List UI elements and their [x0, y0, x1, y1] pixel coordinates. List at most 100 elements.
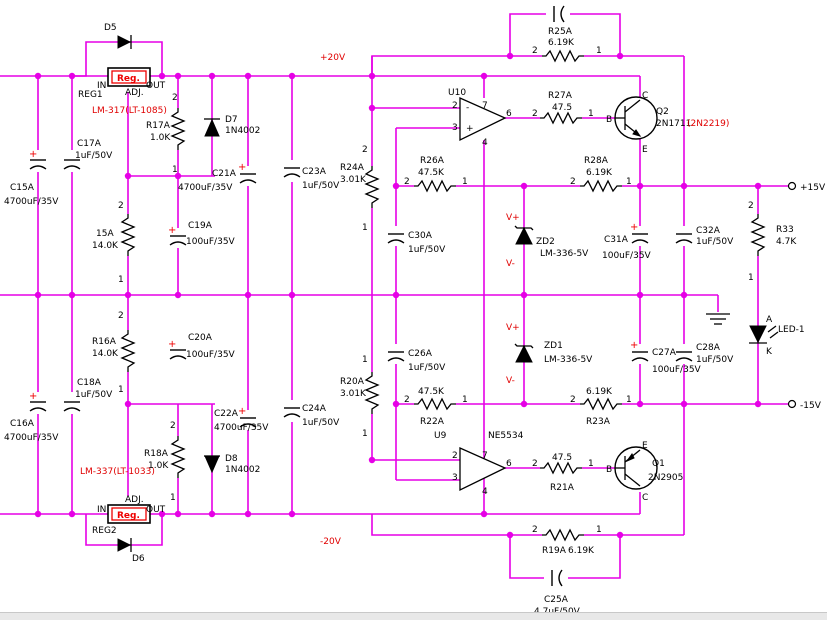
- svg-text:47.5: 47.5: [552, 453, 572, 463]
- svg-text:3.01K: 3.01K: [340, 389, 367, 399]
- window-bottom-edge: [0, 612, 827, 620]
- svg-text:4.7K: 4.7K: [776, 237, 797, 247]
- svg-text:C22A: C22A: [214, 409, 239, 419]
- svg-text:C17A: C17A: [77, 139, 102, 149]
- reg1-name: REG1: [78, 90, 103, 100]
- svg-text:47.5: 47.5: [552, 103, 572, 113]
- svg-text:2: 2: [118, 311, 124, 321]
- svg-text:R23A: R23A: [586, 417, 611, 427]
- svg-text:-: -: [466, 103, 469, 113]
- svg-text:2: 2: [452, 101, 458, 111]
- svg-text:2: 2: [170, 421, 176, 431]
- svg-text:D6: D6: [132, 554, 145, 564]
- svg-text:C26A: C26A: [408, 349, 433, 359]
- svg-text:C30A: C30A: [408, 231, 433, 241]
- svg-text:R28A: R28A: [584, 156, 609, 166]
- svg-text:1: 1: [588, 459, 594, 469]
- svg-text:6: 6: [506, 459, 512, 469]
- opamp-u10: U10 2 3 7 4 6 - +: [448, 88, 512, 148]
- svg-text:2: 2: [532, 459, 538, 469]
- svg-text:R19A: R19A: [542, 546, 567, 556]
- svg-text:100uF/35V: 100uF/35V: [652, 365, 702, 375]
- reg1-adj-label: ADJ.: [125, 88, 144, 98]
- svg-text:K: K: [766, 347, 773, 357]
- zener-zd1: V+ V- ZD1 LM-336-5V: [506, 323, 593, 386]
- svg-text:100uF/35V: 100uF/35V: [186, 237, 236, 247]
- svg-text:+: +: [29, 149, 37, 160]
- svg-text:1: 1: [462, 395, 468, 405]
- svg-text:6.19K: 6.19K: [568, 546, 595, 556]
- junction-dots: [34, 52, 762, 539]
- svg-text:2: 2: [172, 93, 178, 103]
- svg-text:6.19K: 6.19K: [548, 38, 575, 48]
- diode-d8: D8 1N4002: [204, 454, 260, 475]
- diode-d5: D5: [104, 23, 132, 49]
- svg-text:A: A: [766, 315, 773, 325]
- svg-text:2: 2: [532, 109, 538, 119]
- svg-text:R24A: R24A: [340, 163, 365, 173]
- svg-text:1uF/50V: 1uF/50V: [696, 237, 734, 247]
- svg-text:1: 1: [596, 46, 602, 56]
- svg-text:6.19K: 6.19K: [586, 168, 613, 178]
- svg-text:R22A: R22A: [420, 417, 445, 427]
- svg-text:1: 1: [462, 177, 468, 187]
- svg-text:C25A: C25A: [544, 595, 569, 605]
- svg-text:2: 2: [532, 46, 538, 56]
- svg-text:2: 2: [404, 395, 410, 405]
- svg-text:(2N2219): (2N2219): [687, 119, 729, 129]
- svg-text:D5: D5: [104, 23, 117, 33]
- svg-text:B: B: [606, 115, 612, 125]
- svg-text:R25A: R25A: [548, 27, 573, 37]
- svg-text:U10: U10: [448, 88, 466, 98]
- svg-text:1: 1: [748, 273, 754, 283]
- svg-text:3.01K: 3.01K: [340, 175, 367, 185]
- svg-text:1.0K: 1.0K: [150, 133, 171, 143]
- svg-text:1N4002: 1N4002: [225, 126, 260, 136]
- reg1-box-label: Reg.: [117, 74, 140, 84]
- svg-text:C: C: [642, 91, 648, 101]
- transistor-q1: B E C Q1 2N2905: [606, 441, 683, 503]
- reg2-part: LM-337(LT-1033): [80, 467, 155, 477]
- svg-text:R18A: R18A: [144, 449, 169, 459]
- rail-pos20-label: +20V: [320, 53, 346, 63]
- svg-text:+: +: [630, 340, 638, 351]
- svg-text:+: +: [29, 391, 37, 402]
- svg-text:4: 4: [482, 487, 488, 497]
- svg-text:V+: V+: [506, 213, 520, 223]
- svg-text:NE5534: NE5534: [488, 431, 524, 441]
- svg-text:1uF/50V: 1uF/50V: [408, 363, 446, 373]
- svg-text:C19A: C19A: [188, 221, 213, 231]
- svg-text:D7: D7: [225, 115, 238, 125]
- reg2-out-label: OUT: [146, 505, 166, 515]
- svg-text:C27A: C27A: [652, 348, 677, 358]
- svg-text:+: +: [630, 222, 638, 233]
- svg-text:1uF/50V: 1uF/50V: [408, 245, 446, 255]
- svg-text:3: 3: [452, 123, 458, 133]
- reg1-part: LM-317(LT-1085): [92, 106, 167, 116]
- svg-text:+: +: [238, 162, 246, 173]
- svg-text:6.19K: 6.19K: [586, 387, 613, 397]
- svg-text:1uF/50V: 1uF/50V: [75, 151, 113, 161]
- svg-text:3: 3: [452, 473, 458, 483]
- out-neg-label: -15V: [800, 401, 822, 411]
- svg-text:C: C: [642, 493, 648, 503]
- svg-text:1: 1: [362, 429, 368, 439]
- svg-text:+: +: [168, 339, 176, 350]
- svg-text:+: +: [168, 225, 176, 236]
- reg1-out-label: OUT: [146, 81, 166, 91]
- regulator-reg2: Reg. IN OUT ADJ. REG2 LM-337(LT-1033): [80, 467, 166, 536]
- svg-text:7: 7: [482, 101, 488, 111]
- svg-text:R20A: R20A: [340, 377, 365, 387]
- out-pos-label: +15V: [800, 183, 826, 193]
- svg-text:15A: 15A: [96, 229, 114, 239]
- transistor-q2: B C E Q2 2N1711 (2N2219): [606, 91, 729, 155]
- svg-text:V+: V+: [506, 323, 520, 333]
- svg-text:E: E: [642, 145, 648, 155]
- svg-text:C15A: C15A: [10, 183, 35, 193]
- svg-text:2: 2: [404, 177, 410, 187]
- svg-text:C18A: C18A: [77, 378, 102, 388]
- svg-text:1.0K: 1.0K: [148, 461, 169, 471]
- svg-text:+: +: [238, 406, 246, 417]
- svg-text:1uF/50V: 1uF/50V: [75, 390, 113, 400]
